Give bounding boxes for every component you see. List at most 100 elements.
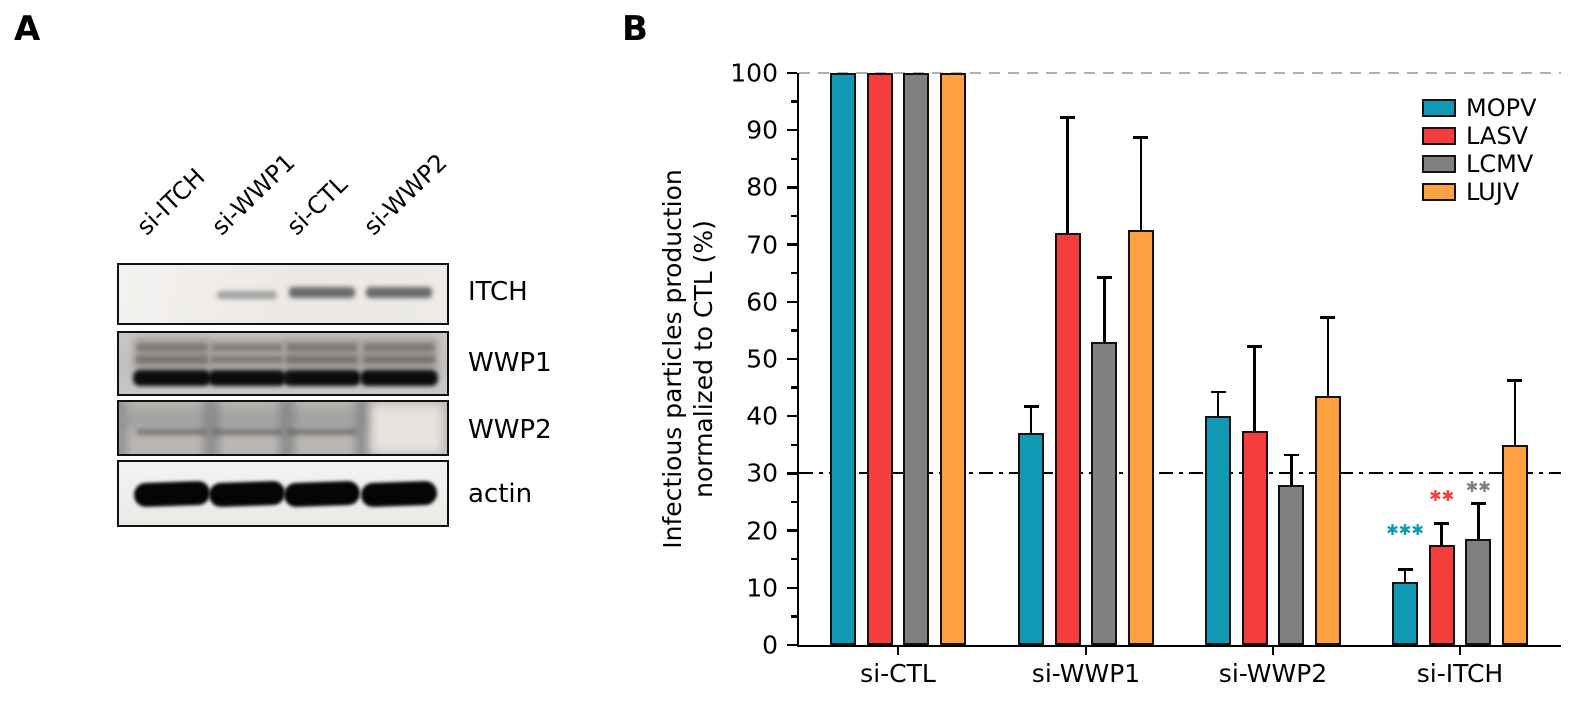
error-bar-cap: [1210, 390, 1226, 394]
bar-MOPV-si-ITCH: [1392, 582, 1419, 645]
blot-strip-actin: [117, 460, 449, 527]
error-bar-stem: [1103, 278, 1106, 342]
blot-row-label: WWP2: [468, 415, 552, 445]
legend-swatch-MOPV: [1422, 99, 1456, 117]
panel-a-label: A: [14, 9, 41, 49]
y-tick-label: 80: [746, 172, 778, 202]
y-major-tick: [786, 128, 797, 132]
y-major-tick: [786, 71, 797, 75]
error-bar-cap: [1397, 568, 1413, 571]
blot-strip-itch: [117, 263, 449, 325]
blot-row-label: ITCH: [468, 277, 528, 307]
significance-stars-LASV: ✱✱: [1429, 486, 1455, 505]
y-minor-tick: [790, 100, 797, 103]
y-tick-label: 50: [746, 344, 778, 374]
error-bar-stem: [1290, 456, 1293, 485]
blot-band: [283, 480, 361, 508]
error-bar-cap: [1283, 453, 1299, 457]
y-minor-tick: [790, 500, 797, 504]
bar-LASV-si-ITCH: [1428, 544, 1455, 645]
legend-item-LUJV: LUJV: [1422, 178, 1537, 206]
x-tick: [1271, 645, 1275, 655]
blot-band: [360, 480, 438, 508]
y-axis-title-line2: normalized to CTL (%): [689, 220, 718, 498]
blot-band: [211, 356, 283, 363]
y-tick-label: 30: [746, 458, 778, 488]
error-bar-cap: [1133, 136, 1149, 139]
significance-stars-LCMV: ✱✱: [1465, 477, 1491, 496]
reference-line-30: [799, 471, 1561, 475]
y-minor-tick: [790, 386, 797, 389]
error-bar-stem: [1513, 381, 1517, 445]
y-major-tick: [786, 472, 797, 475]
bar-LASV-si-WWP1: [1054, 233, 1081, 645]
bar-LASV-si-CTL: [866, 73, 893, 645]
y-minor-tick: [790, 443, 797, 447]
error-bar-stem: [1253, 347, 1256, 431]
error-bar-stem: [1326, 318, 1330, 397]
y-major-tick: [786, 643, 797, 647]
legend-label: MOPV: [1466, 94, 1537, 122]
error-bar-stem: [1403, 570, 1407, 583]
blot-band: [208, 370, 286, 386]
legend-label: LUJV: [1466, 178, 1520, 206]
blot-band: [364, 344, 434, 351]
y-major-tick: [786, 586, 797, 590]
blot-smear: [361, 338, 437, 370]
error-bar-cap: [1060, 116, 1076, 119]
blot-smear: [284, 338, 360, 370]
blot-band: [137, 344, 207, 351]
blot-row-label: actin: [468, 479, 533, 509]
y-major-tick: [786, 529, 797, 532]
y-tick-label: 60: [746, 287, 778, 317]
bar-MOPV-si-CTL: [830, 73, 857, 645]
blot-band: [212, 429, 282, 435]
blot-band: [136, 356, 208, 363]
bar-LCMV-si-WWP1: [1091, 341, 1118, 645]
legend-swatch-LASV: [1422, 127, 1456, 145]
panel-b-label: B: [622, 9, 648, 49]
bar-LCMV-si-WWP2: [1278, 484, 1305, 645]
error-bar-stem: [1440, 524, 1443, 545]
y-tick-label: 20: [746, 516, 778, 546]
blot-band: [287, 429, 357, 435]
y-minor-tick: [790, 615, 797, 618]
error-bar-cap: [1470, 502, 1486, 505]
bar-LCMV-si-ITCH: [1465, 539, 1492, 645]
x-category-label: si-ITCH: [1416, 659, 1504, 688]
bar-LUJV-si-CTL: [939, 73, 966, 645]
error-bar-cap: [1507, 379, 1523, 382]
y-major-tick: [786, 357, 797, 361]
legend-swatch-LUJV: [1422, 183, 1456, 201]
blot-band: [286, 356, 358, 363]
bar-LASV-si-WWP2: [1241, 430, 1268, 645]
significance-stars-MOPV: ✱✱✱: [1386, 520, 1424, 539]
lane-gap-smear: [119, 402, 127, 454]
reference-line-100: [799, 71, 1561, 74]
error-bar-cap: [1023, 405, 1039, 408]
blot-strip-wwp1: [117, 331, 449, 396]
y-major-tick: [786, 186, 797, 189]
western-blot-panel: [117, 263, 449, 530]
blot-strip-wwp2: [117, 400, 449, 456]
blot-light-area: [371, 404, 443, 454]
error-bar-stem: [1216, 393, 1220, 417]
blot-smear: [123, 408, 365, 430]
error-bar-stem: [1139, 138, 1143, 231]
legend-item-MOPV: MOPV: [1422, 94, 1537, 122]
x-category-label: si-CTL: [860, 659, 936, 688]
y-minor-tick: [790, 329, 797, 332]
x-tick: [1458, 645, 1462, 655]
x-category-label: si-WWP1: [1031, 659, 1141, 688]
x-tick: [1084, 645, 1088, 655]
legend-swatch-LCMV: [1422, 155, 1456, 173]
blot-band: [133, 480, 211, 508]
legend-label: LCMV: [1466, 150, 1534, 178]
y-minor-tick: [790, 157, 797, 161]
lane-gap-smear: [279, 402, 295, 454]
error-bar-cap: [1434, 522, 1450, 525]
y-minor-tick: [790, 214, 797, 218]
